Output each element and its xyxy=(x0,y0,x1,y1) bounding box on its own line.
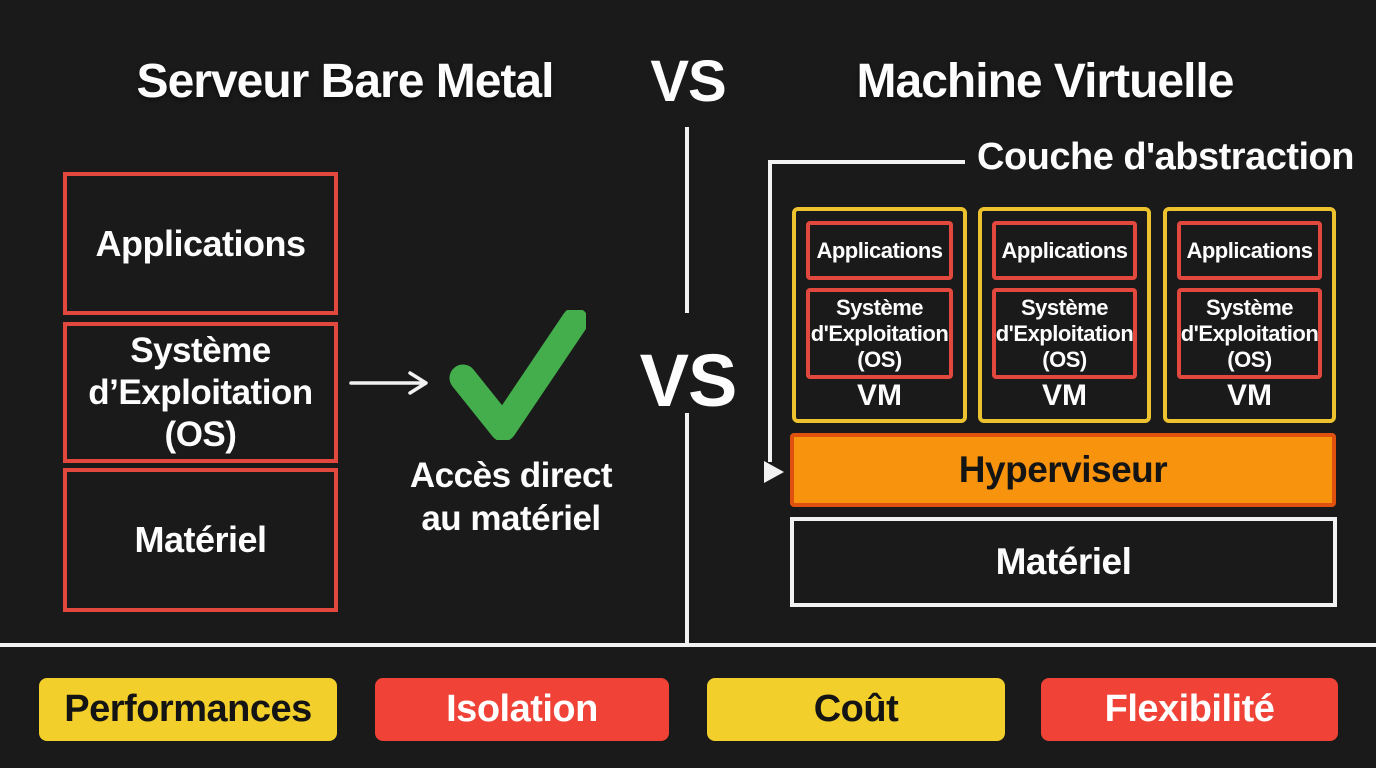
bare-metal-hardware-box: Matériel xyxy=(63,468,338,612)
vm-box-3: Applications Système d'Exploitation (OS)… xyxy=(1163,207,1336,423)
left-title: Serveur Bare Metal xyxy=(136,55,555,108)
vm2-os-line2: d'Exploitation xyxy=(995,320,1134,346)
bare-metal-applications-label: Applications xyxy=(95,222,306,264)
abstraction-connector-vertical-line xyxy=(768,160,772,462)
vm3-os-box: Système d'Exploitation (OS) xyxy=(1177,288,1322,379)
direct-access-caption-line1: Accès direct xyxy=(409,456,613,495)
vm2-label: VM xyxy=(1042,379,1087,412)
bare-metal-applications-box: Applications xyxy=(63,172,338,315)
bare-metal-os-line3: (OS) xyxy=(164,414,237,454)
vm1-os-line2: d'Exploitation xyxy=(810,320,949,346)
center-divider-bottom xyxy=(685,413,689,644)
vm3-os-line3: (OS) xyxy=(1227,346,1272,372)
vm2-os-line1: Système xyxy=(1020,294,1109,320)
center-divider-top xyxy=(685,127,689,313)
right-title: Machine Virtuelle xyxy=(856,55,1235,108)
vm2-os-line3: (OS) xyxy=(1042,346,1087,372)
bare-metal-hardware-label: Matériel xyxy=(134,519,267,560)
vm2-applications-label: Applications xyxy=(1001,237,1128,263)
badge-performances: Performances xyxy=(39,678,337,741)
vm3-os-line1: Système xyxy=(1205,294,1294,320)
vm1-applications-box: Applications xyxy=(806,221,953,281)
bare-metal-os-box: Système d’Exploitation (OS) xyxy=(63,322,338,463)
vm2-os-box: Système d'Exploitation (OS) xyxy=(992,288,1137,379)
badge-cout: Coût xyxy=(707,678,1005,741)
vm-box-2: Applications Système d'Exploitation (OS)… xyxy=(978,207,1151,423)
vm-hardware-box: Matériel xyxy=(790,517,1337,607)
vs-center-label: VS xyxy=(639,339,738,422)
arrow-right-icon xyxy=(349,371,428,395)
bare-metal-os-line1: Système xyxy=(130,330,271,370)
direct-access-caption-line2: au matériel xyxy=(421,499,601,538)
vs-top-label: VS xyxy=(650,49,726,114)
vm1-os-line1: Système xyxy=(835,294,924,320)
abstraction-connector-horizontal-line xyxy=(768,160,965,164)
vm2-applications-box: Applications xyxy=(992,221,1137,281)
vm1-os-line3: (OS) xyxy=(857,346,902,372)
connector-arrowhead-icon xyxy=(764,461,784,483)
vm1-applications-label: Applications xyxy=(816,237,943,263)
direct-access-caption: Accès direct au matériel xyxy=(386,454,636,540)
hypervisor-box: Hyperviseur xyxy=(790,433,1336,507)
badge-flexibilite: Flexibilité xyxy=(1041,678,1338,741)
vm3-os-line2: d'Exploitation xyxy=(1180,320,1319,346)
badge-isolation: Isolation xyxy=(375,678,669,741)
vm3-applications-label: Applications xyxy=(1186,237,1313,263)
abstraction-layer-label: Couche d'abstraction xyxy=(977,136,1354,178)
vm-box-1: Applications Système d'Exploitation (OS)… xyxy=(792,207,967,423)
checkmark-icon xyxy=(449,310,586,440)
footer-separator-line xyxy=(0,643,1376,647)
vm1-label: VM xyxy=(857,379,902,412)
vm3-label: VM xyxy=(1227,379,1272,412)
vm3-applications-box: Applications xyxy=(1177,221,1322,281)
bare-metal-os-line2: d’Exploitation xyxy=(88,372,313,412)
vm1-os-box: Système d'Exploitation (OS) xyxy=(806,288,953,379)
